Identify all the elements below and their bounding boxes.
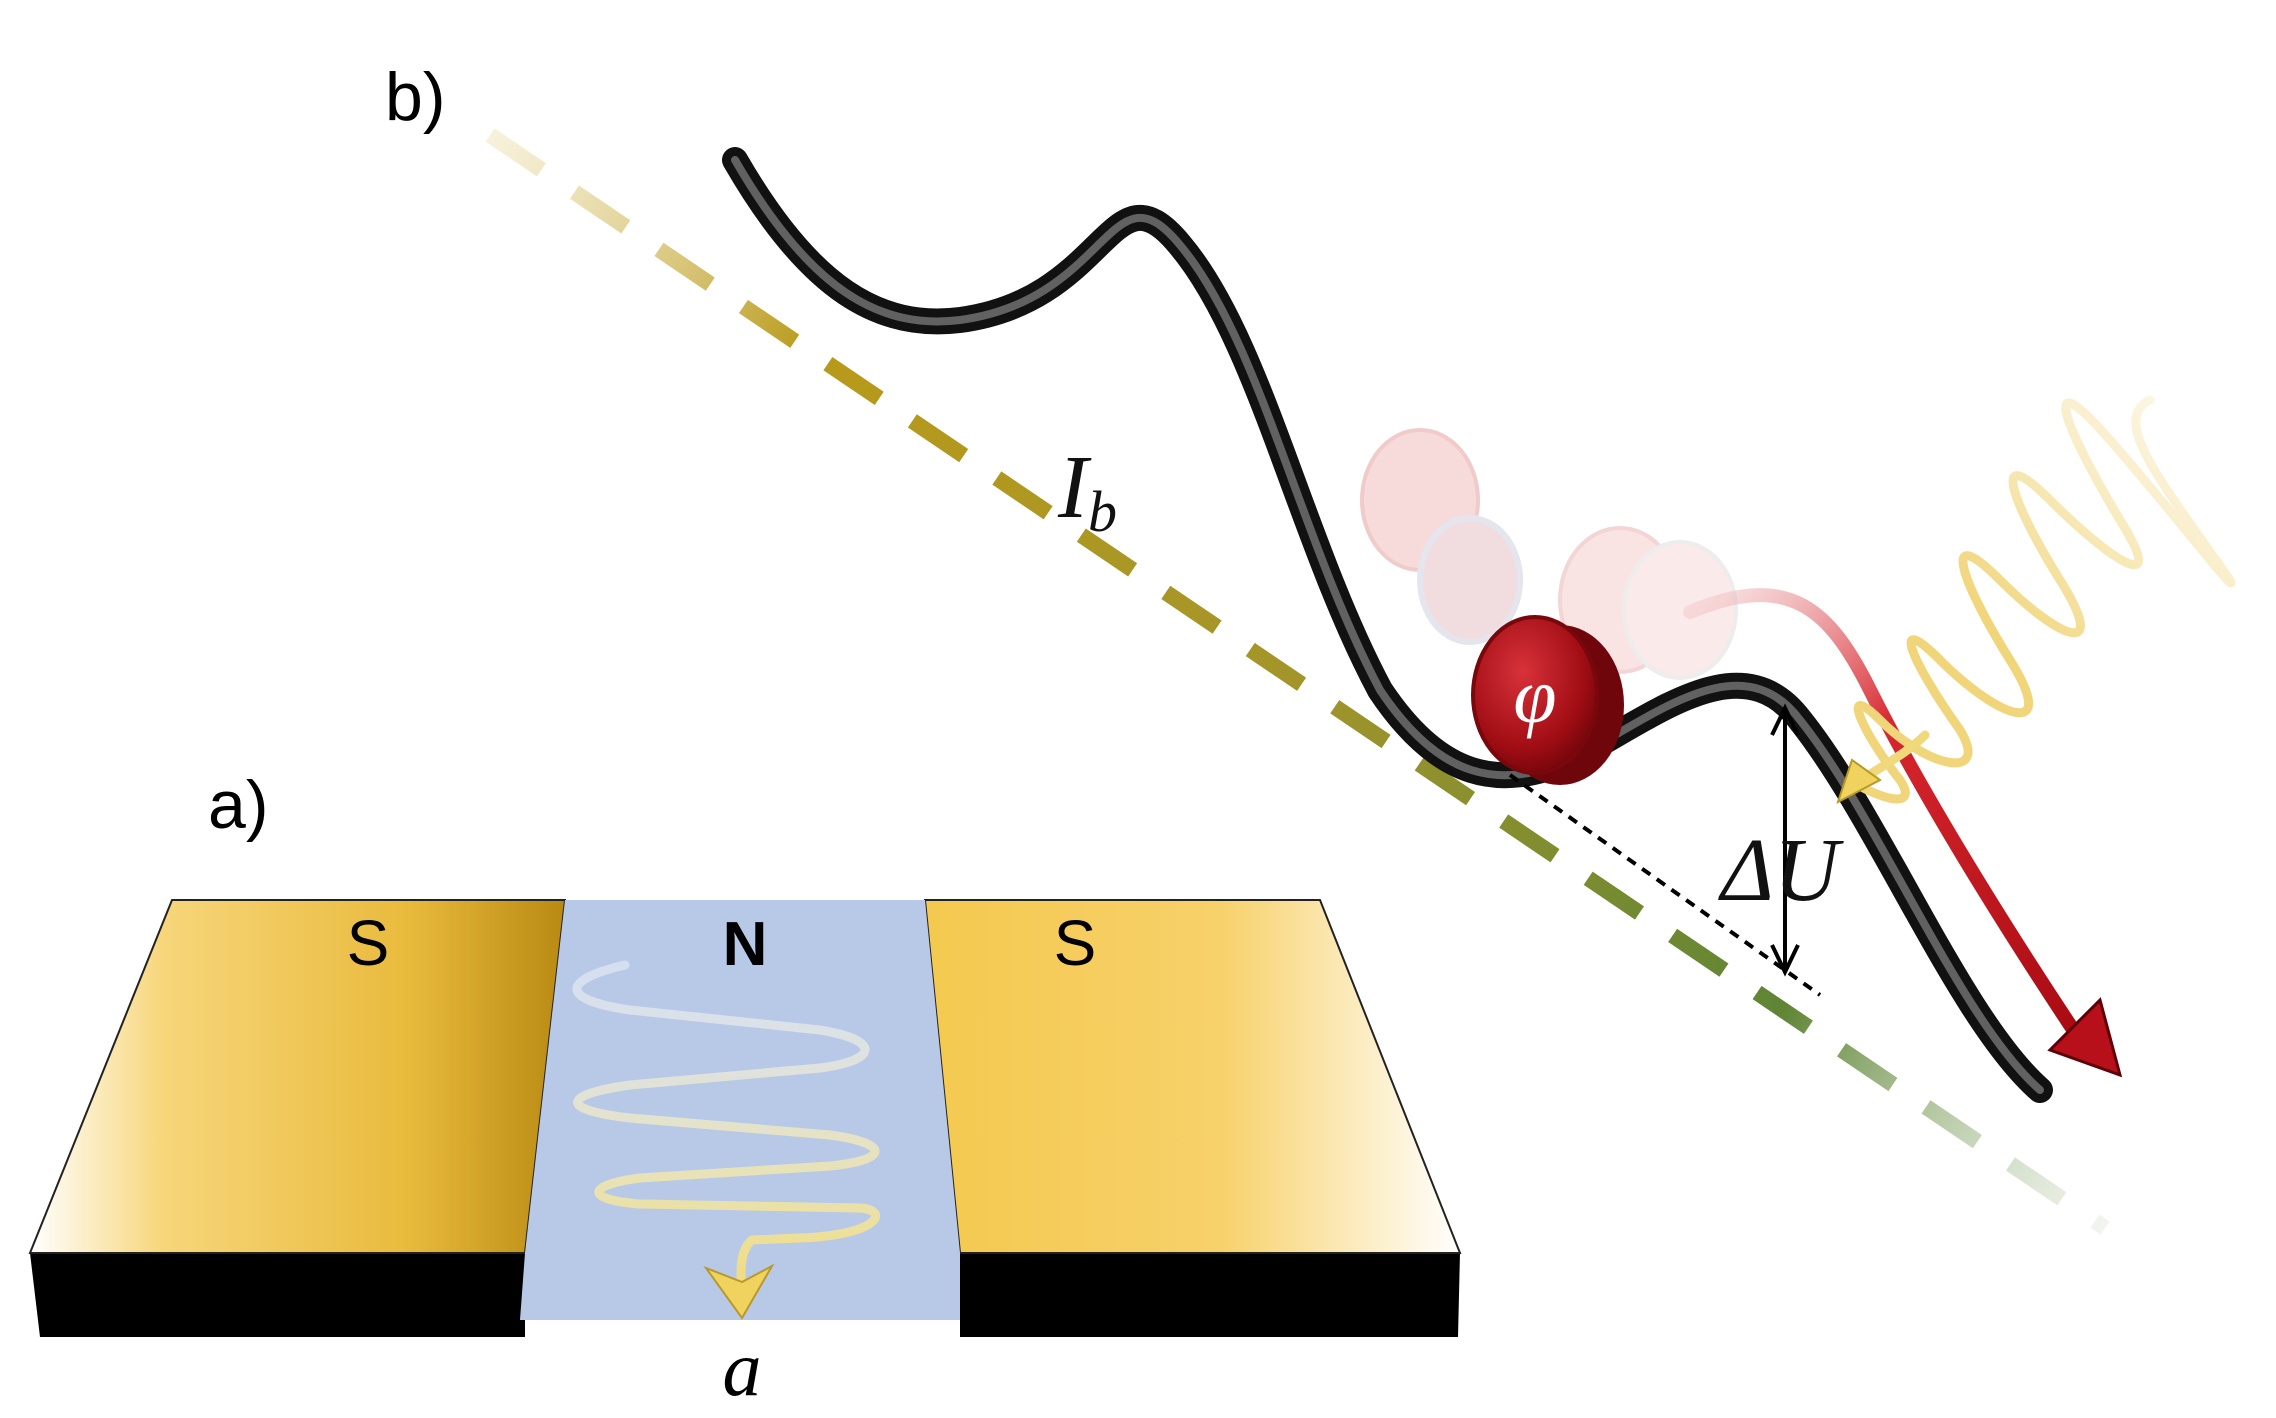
output-arrow-head: [703, 1263, 775, 1320]
escape-trajectory-arrow: [1683, 588, 2087, 1047]
photon-arrow-head: [1836, 758, 1882, 805]
incoming-photon-wave: [1845, 395, 2236, 804]
panel-a-label: a): [208, 767, 268, 843]
bias-current-label: Ib: [1057, 438, 1117, 544]
barrier-arrow-bottom-head: [1770, 944, 1800, 977]
left-electrode-side: [30, 1253, 525, 1337]
left-superconductor-electrode: [28, 899, 567, 1254]
left-electrode-label: S: [347, 907, 390, 979]
escape-arrow-head: [2047, 997, 2123, 1078]
washboard-potential-wire: [731, 156, 2044, 1094]
phase-label: φ: [1513, 652, 1556, 739]
normal-metal-region: [520, 900, 960, 1320]
right-electrode-label: S: [1054, 907, 1097, 979]
ghost-particles: [1360, 428, 1738, 680]
panel-b: b) Ib ΔU φ: [385, 59, 2236, 1235]
barrier-arrow-top-head: [1770, 703, 1800, 736]
panel-b-label: b): [385, 59, 445, 135]
barrier-reference-line: [1508, 773, 1822, 997]
n-region-wave: [572, 960, 881, 1295]
barrier-height-label: ΔU: [1718, 821, 1844, 920]
panel-a: a) S N S a: [28, 767, 1462, 1412]
right-superconductor-electrode: [923, 899, 1462, 1254]
bias-tilt-line: [485, 128, 2110, 1235]
middle-region-label: N: [723, 910, 768, 979]
output-label: a: [723, 1325, 762, 1412]
right-electrode-side: [960, 1253, 1460, 1337]
phase-particle: φ: [1471, 615, 1624, 785]
